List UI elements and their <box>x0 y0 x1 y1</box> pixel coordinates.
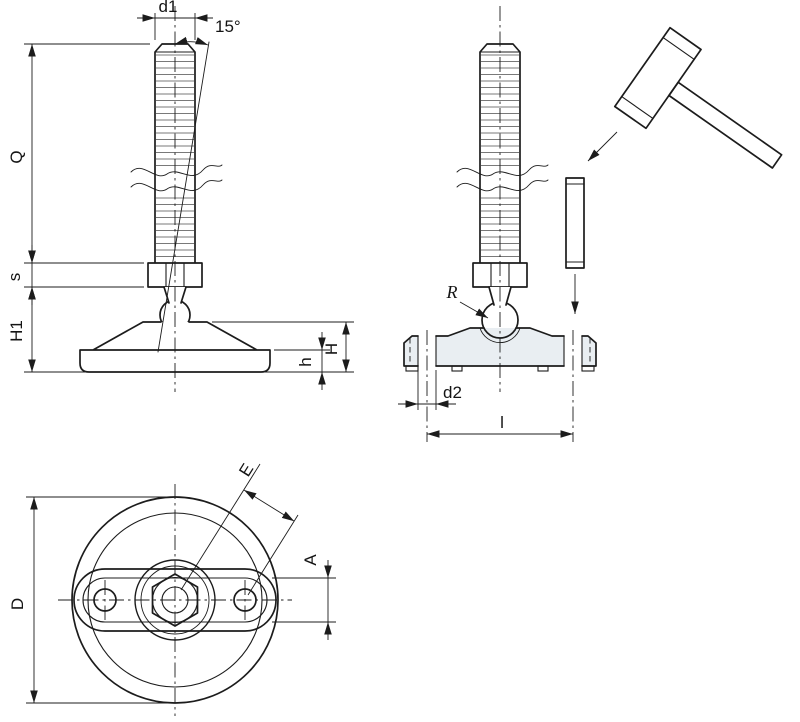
dim-s: s <box>5 245 144 305</box>
dim-D: D <box>8 496 168 704</box>
label-Q: Q <box>7 150 26 163</box>
dim-Q: Q <box>7 43 150 264</box>
break-line <box>456 164 549 177</box>
dim-angle: 15° <box>174 17 241 46</box>
dim-l: l <box>427 413 573 438</box>
label-d1: d1 <box>159 0 178 16</box>
hammer-icon <box>613 26 783 169</box>
break-line <box>456 179 549 192</box>
dim-H1: H1 <box>7 287 86 373</box>
dim-R: R <box>446 282 489 319</box>
break-line <box>130 164 223 177</box>
dim-d2: d2 <box>398 370 462 410</box>
dim-h: h <box>274 332 330 390</box>
label-d2: d2 <box>443 383 462 402</box>
label-E: E <box>235 460 257 480</box>
label-R: R <box>446 282 458 302</box>
label-A: A <box>301 554 320 566</box>
label-s: s <box>5 273 24 282</box>
label-D: D <box>8 598 27 610</box>
strike-direction-arrow <box>587 131 618 162</box>
label-angle: 15° <box>215 17 241 36</box>
dim-E: E <box>180 460 299 596</box>
drift-pin <box>565 177 585 269</box>
stud-section <box>456 43 549 264</box>
label-H: H <box>322 343 341 355</box>
stud-front <box>130 43 223 264</box>
label-h: h <box>296 357 315 366</box>
bottom-view: D A E <box>8 460 336 716</box>
tilt-line <box>157 41 210 353</box>
front-view: d1 15° Q s H1 H <box>5 0 354 392</box>
slot-outer <box>73 568 277 632</box>
label-H1: H1 <box>7 320 26 342</box>
dim-d1: d1 <box>137 0 213 40</box>
section-view: R d2 l <box>398 6 783 442</box>
dim-H: H <box>212 321 354 373</box>
label-l: l <box>500 413 504 432</box>
dim-A: A <box>272 554 336 640</box>
slot-inner <box>82 577 268 623</box>
